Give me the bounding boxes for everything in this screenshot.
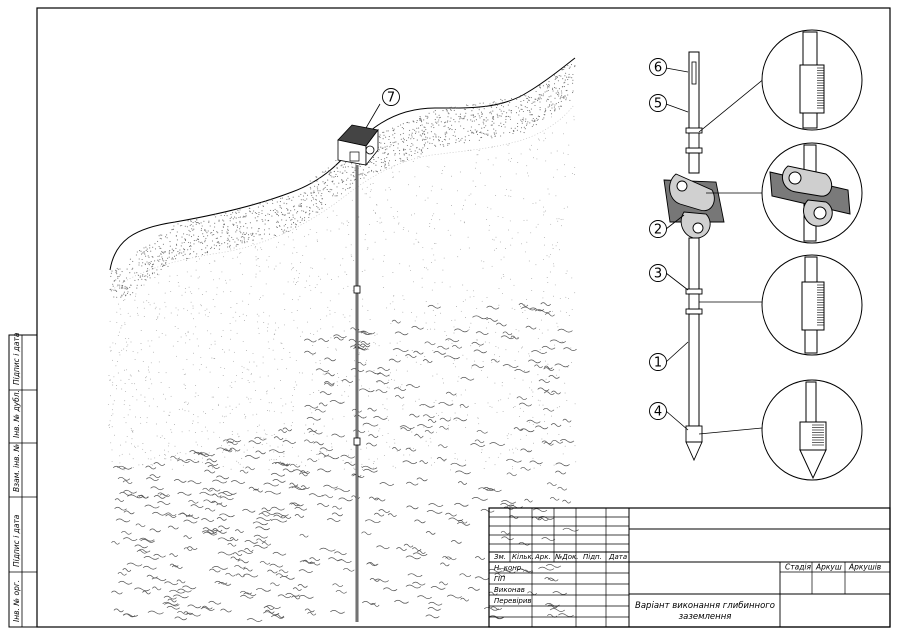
svg-text:1: 1 [654,356,662,371]
rod-coupling [353,285,361,294]
col-sign: Підп. [583,553,602,561]
callout-4: 4 [649,402,667,420]
stage-label: Стадія [785,563,811,572]
stamp-signature-date-1: Підпис і дата [12,332,21,385]
title-block [488,507,891,628]
callout-2: 2 [649,220,667,238]
soil-section [107,57,579,622]
side-stamp: Підпис і дата Інв. № дубл. Взам. інв. № … [8,332,38,628]
callout-leaders [365,67,766,435]
ground-rod-installation [337,124,379,622]
sheets-label: Аркушів [848,563,881,572]
col-doc: №Док. [554,553,579,561]
svg-text:4: 4 [654,405,662,420]
svg-text:7: 7 [387,91,395,106]
role-developer: Виконав [494,586,525,594]
subsoil-stipple [107,115,577,471]
detail-tip [761,379,863,481]
col-change: Зм. [494,553,506,561]
callout-1: 1 [649,353,667,371]
rod-assembly-exploded [663,51,725,462]
stamp-signature-date-2: Підпис і дата [12,514,21,567]
col-qty: Кільк. [512,553,534,561]
callout-7: 7 [382,88,400,106]
svg-text:6: 6 [654,61,662,76]
col-sheet: Арк. [534,553,551,561]
role-chief-engineer: ГІП [494,575,506,583]
svg-text:5: 5 [654,97,662,112]
rod-coupling [353,437,361,446]
stamp-orig-inv: Інв. № орг. [12,580,21,622]
svg-text:3: 3 [654,267,662,282]
drawing-title-line-1: Варіант виконання глибинного [635,601,775,611]
stamp-replace-inv: Взам. інв. № [12,444,21,492]
detail-clamp [761,142,863,244]
callout-6: 6 [649,58,667,76]
callout-5: 5 [649,94,667,112]
detail-coupling-middle [761,254,863,356]
role-checker: Перевірив [494,597,532,605]
callout-3: 3 [649,264,667,282]
title-block-text: Зм. Кільк. Арк. №Док. Підп. Дата Н. конр… [494,553,881,622]
col-date: Дата [608,553,627,561]
topsoil-stipple [109,64,576,298]
detail-views [761,29,863,481]
drawing-title-line-2: заземлення [679,612,732,622]
sheet-frame [36,7,891,628]
role-norm-control: Н. конр. [494,564,523,572]
ground-surface-line [109,57,576,271]
sheet-label: Аркуш [815,563,842,572]
deep-soil-wave-pattern [111,302,579,622]
svg-text:2: 2 [654,223,662,238]
inspection-box [337,124,379,167]
detail-coupling-top [761,29,863,131]
stamp-dup-inv: Інв. № дубл. [12,390,21,438]
callouts: 6 5 2 3 1 4 7 [382,58,667,420]
